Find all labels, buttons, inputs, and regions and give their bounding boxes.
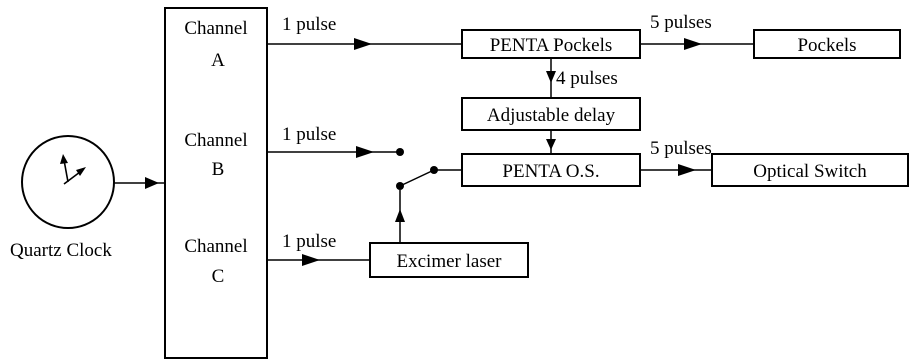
pockels-label: Pockels bbox=[797, 35, 856, 56]
pockels-box bbox=[753, 29, 901, 59]
to-optical-switch-arrow bbox=[678, 164, 696, 176]
channel-a-arrow bbox=[354, 38, 372, 50]
channel-a-pulse-label: 1 pulse bbox=[282, 14, 336, 35]
channel-box bbox=[164, 7, 268, 359]
channel-c-arrow bbox=[302, 254, 320, 266]
to-delay-arrow bbox=[546, 71, 556, 83]
penta-os-label: PENTA O.S. bbox=[502, 161, 599, 182]
clock-to-channels-arrow bbox=[145, 177, 159, 189]
adjustable-delay-label: Adjustable delay bbox=[487, 105, 616, 126]
excimer-laser-box bbox=[369, 242, 529, 278]
penta-pockels-label: PENTA Pockels bbox=[490, 35, 613, 56]
laser-to-switch-arrow bbox=[395, 209, 405, 222]
channel-c-pulse-label: 1 pulse bbox=[282, 231, 336, 252]
clock-label: Quartz Clock bbox=[10, 240, 112, 261]
switch-contact-b bbox=[396, 148, 404, 156]
penta-os-box bbox=[461, 153, 641, 187]
to-optical-switch-label: 5 pulses bbox=[650, 138, 712, 159]
channel-c-title: Channel bbox=[184, 236, 247, 257]
channel-b-letter: B bbox=[212, 159, 225, 180]
clock-icon bbox=[21, 135, 115, 229]
channel-b-pulse-label: 1 pulse bbox=[282, 124, 336, 145]
optical-switch-label: Optical Switch bbox=[753, 161, 867, 182]
channel-a-letter: A bbox=[211, 50, 225, 71]
to-pockels-label: 5 pulses bbox=[650, 12, 712, 33]
switch-lever bbox=[399, 169, 435, 187]
penta-pockels-box bbox=[461, 29, 641, 59]
to-delay-label: 4 pulses bbox=[556, 68, 618, 89]
to-pockels-arrow bbox=[684, 38, 702, 50]
optical-switch-box bbox=[711, 153, 909, 187]
channel-c-letter: C bbox=[212, 266, 225, 287]
channel-b-title: Channel bbox=[184, 130, 247, 151]
excimer-laser-label: Excimer laser bbox=[397, 251, 503, 272]
delay-to-os-arrow bbox=[546, 139, 556, 150]
channel-a-title: Channel bbox=[184, 18, 247, 39]
channel-b-arrow bbox=[356, 146, 374, 158]
